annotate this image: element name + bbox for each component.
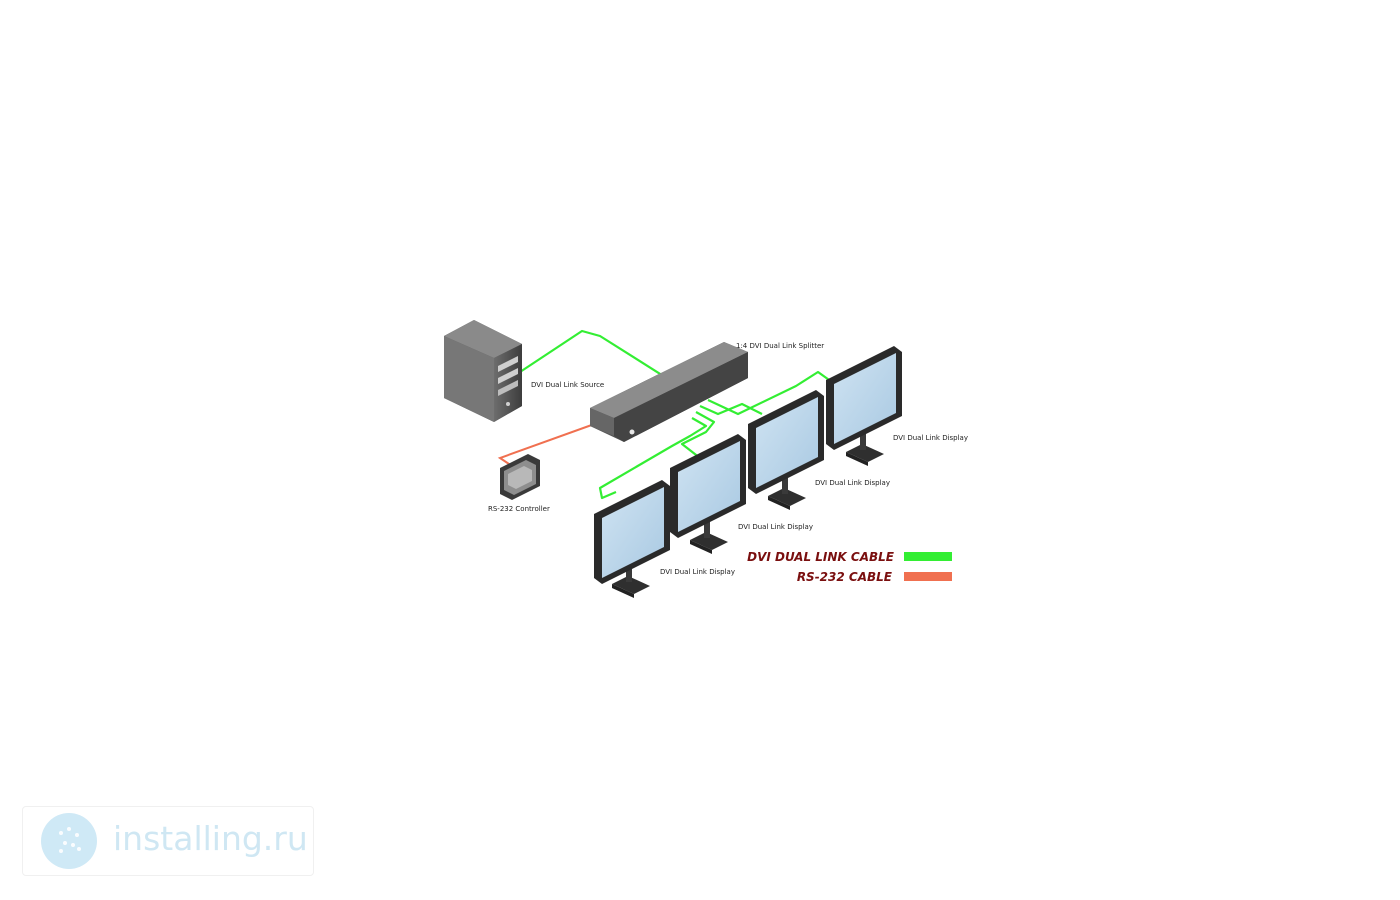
dvi-cable-display-3 xyxy=(699,402,763,416)
display-3-label: DVI Dual Link Display xyxy=(815,479,890,487)
watermark-text: installing.ru xyxy=(113,819,308,858)
display-1-label: DVI Dual Link Display xyxy=(660,568,735,576)
dvi-cable-display-1 xyxy=(598,417,708,500)
legend: DVI DUAL LINK CABLE RS-232 CABLE xyxy=(747,550,952,584)
rs232-controller-icon xyxy=(500,454,540,500)
pc-tower-icon xyxy=(444,320,522,422)
watermark: installing.ru xyxy=(22,806,314,876)
rs232-cable-controller xyxy=(497,421,601,467)
splitter-icon xyxy=(590,342,748,442)
legend-rs232-swatch xyxy=(904,572,952,581)
source-label: DVI Dual Link Source xyxy=(531,381,604,389)
display-4-icon xyxy=(826,346,902,466)
display-1-icon xyxy=(594,480,670,598)
legend-rs232-label: RS-232 CABLE xyxy=(797,570,893,584)
splitter-label: 1:4 DVI Dual Link Splitter xyxy=(736,342,824,350)
legend-dvi-label: DVI DUAL LINK CABLE xyxy=(747,550,895,564)
display-2-icon xyxy=(670,434,746,554)
display-4-label: DVI Dual Link Display xyxy=(893,434,968,442)
controller-label: RS-232 Controller xyxy=(488,505,550,513)
legend-dvi-swatch xyxy=(904,552,952,561)
display-3-icon xyxy=(748,390,824,510)
display-2-label: DVI Dual Link Display xyxy=(738,523,813,531)
installing-logo-icon xyxy=(41,813,97,869)
rs232-cables xyxy=(497,421,601,467)
dvi-cable-display-2 xyxy=(680,411,716,459)
